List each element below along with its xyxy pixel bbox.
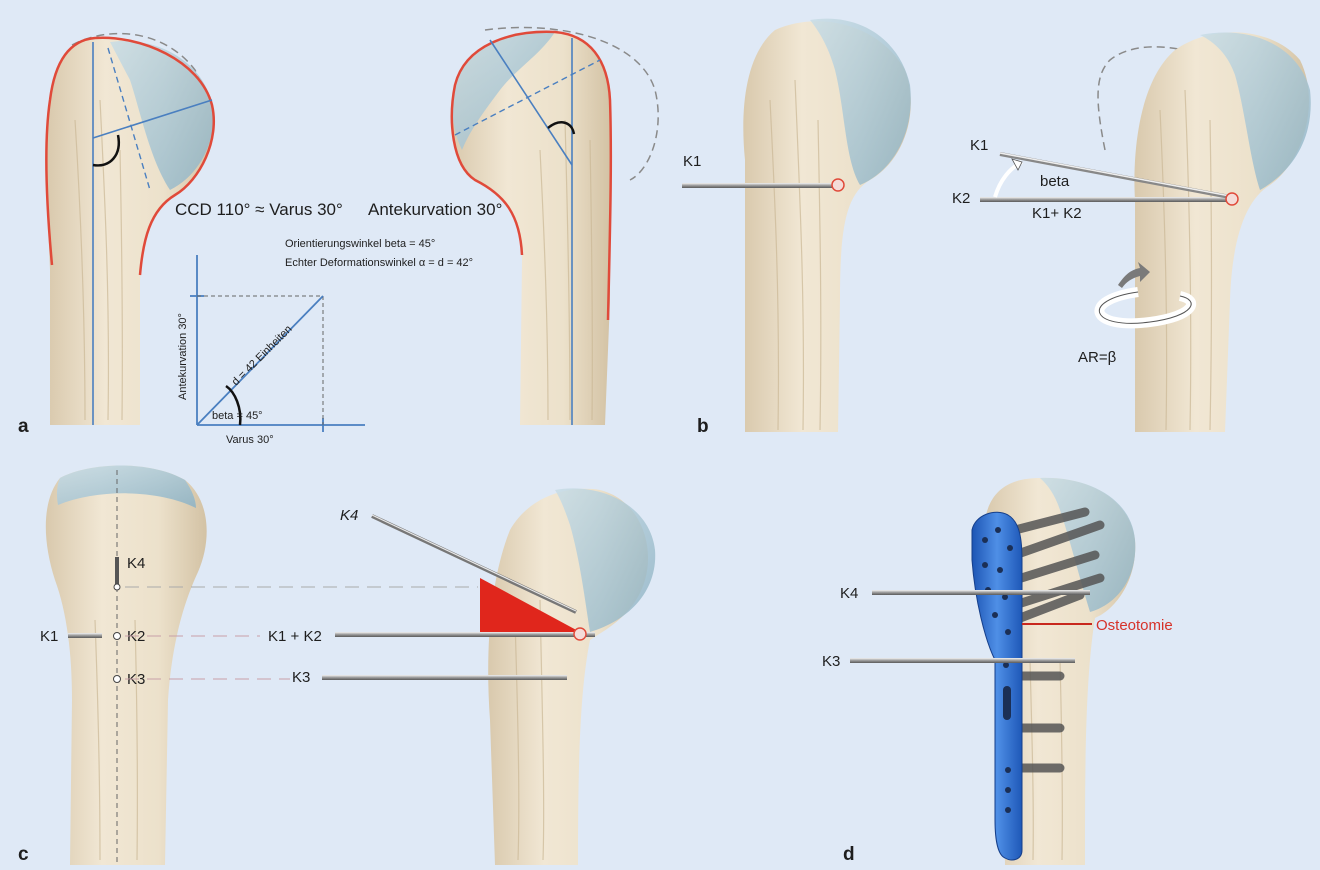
humerus-c-right <box>322 488 655 865</box>
panel-b: K1 K1 beta K2 K1+ K2 AR=β b <box>682 19 1311 437</box>
k1-wire <box>682 183 837 188</box>
humerus-a-right <box>452 28 658 426</box>
k3-label-right: K3 <box>292 669 310 686</box>
k2-point <box>114 633 121 640</box>
panel-letter-b: b <box>697 416 709 437</box>
k1k2-label-right: K1 + K2 <box>268 628 322 645</box>
k1k2-label: K1+ K2 <box>1032 205 1082 222</box>
k1-entry-marker <box>832 179 844 191</box>
beta-label: beta = 45° <box>212 410 263 422</box>
k2-label: K2 <box>952 190 970 207</box>
k4-label-right: K4 <box>340 507 358 524</box>
k3-wire <box>322 675 567 680</box>
k4-label: K4 <box>840 585 858 602</box>
orientation-angle-text: Orientierungswinkel beta = 45° <box>285 238 435 250</box>
k1k2-pivot <box>574 628 586 640</box>
k4-label-left: K4 <box>127 555 145 572</box>
humerus-b-left <box>682 19 911 432</box>
k1-label-right: K1 <box>970 137 988 154</box>
panel-a: CCD 110° ≈ Varus 30° Antekurvation 30° O… <box>18 28 658 447</box>
angle-vector-diagram: Antekurvation 30° Varus 30° d = 42 Einhe… <box>177 255 365 446</box>
ar-label: AR=β <box>1078 349 1117 366</box>
k1k2-wire <box>980 197 1230 202</box>
humerus-c-left <box>46 466 207 866</box>
pivot-marker <box>1226 193 1238 205</box>
k1-label-left: K1 <box>40 628 58 645</box>
ccd-caption: CCD 110° ≈ Varus 30° <box>175 200 343 219</box>
humerus-d <box>850 478 1135 865</box>
k3-label: K3 <box>822 653 840 670</box>
antekurvation-caption: Antekurvation 30° <box>368 200 502 219</box>
panel-d: K4 K3 Osteotomie d <box>822 478 1173 865</box>
panel-c: K4 K1 K2 K3 K4 K1 + K2 K3 c <box>18 466 655 866</box>
beta-label: beta <box>1040 173 1070 190</box>
diagonal-label: d = 42 Einheiten <box>230 323 295 388</box>
x-axis-label: Varus 30° <box>226 434 274 446</box>
panel-letter-c: c <box>18 844 29 865</box>
k3-point <box>114 676 121 683</box>
k1-label: K1 <box>683 153 701 170</box>
bone-shaft <box>46 466 207 866</box>
panel-letter-d: d <box>843 844 855 865</box>
y-axis-label: Antekurvation 30° <box>177 313 189 400</box>
k4-point <box>114 584 120 590</box>
k3-wire <box>850 658 1075 663</box>
humerus-b-right <box>980 32 1311 432</box>
panel-letter-a: a <box>18 416 29 437</box>
k1k2-wire <box>335 632 595 637</box>
k1-pin <box>68 633 102 638</box>
osteotomie-label: Osteotomie <box>1096 617 1173 634</box>
locking-plate <box>972 512 1022 860</box>
k4-wire <box>872 590 1090 595</box>
deformation-angle-text: Echter Deformationswinkel α = d = 42° <box>285 257 473 269</box>
plate-slot <box>1003 686 1011 720</box>
